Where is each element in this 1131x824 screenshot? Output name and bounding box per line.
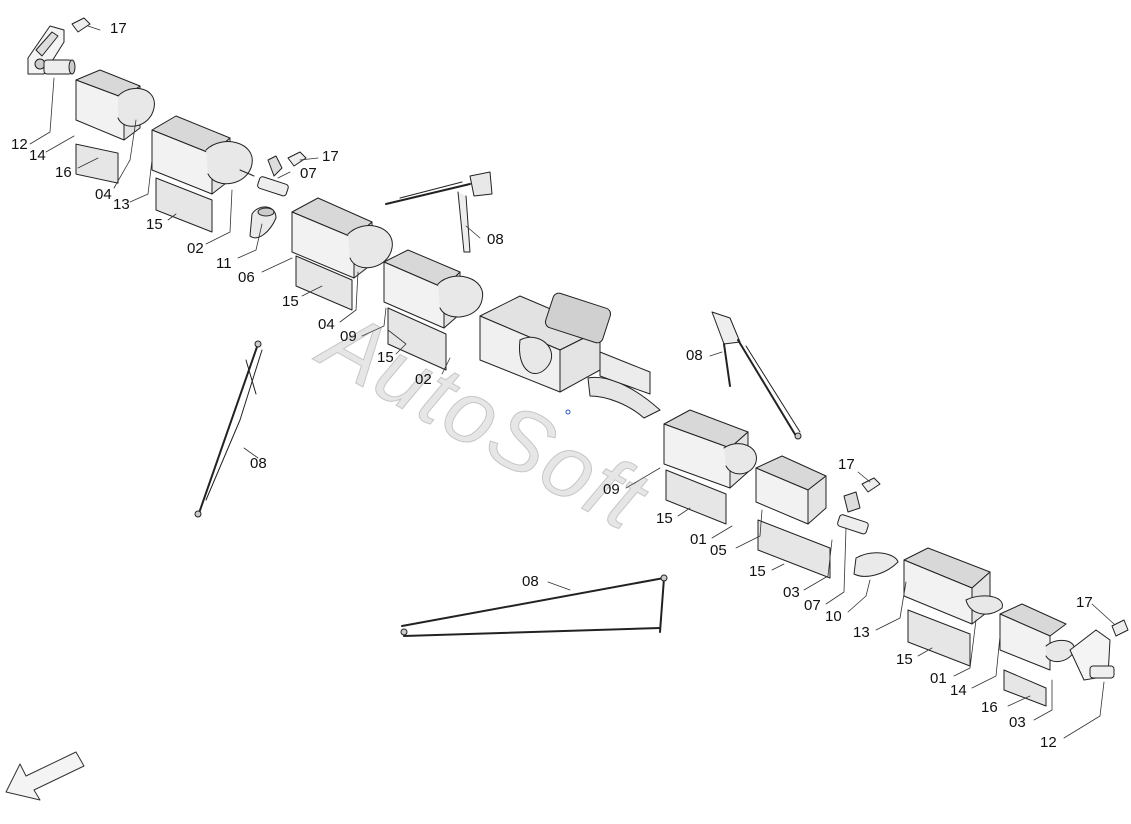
screw-housing-f	[755, 455, 831, 579]
callout-label: 15	[377, 349, 394, 366]
callout-label: 09	[603, 481, 620, 498]
screw-housing-e	[663, 409, 757, 525]
screw-housing-a	[75, 69, 155, 184]
small-plate-17a	[71, 17, 91, 33]
callout-label: 07	[300, 165, 317, 182]
callout-label: 10	[825, 608, 842, 625]
support-arm-08-left	[194, 340, 263, 518]
screw-housing-b	[151, 115, 255, 233]
callout-label: 17	[1076, 594, 1093, 611]
callout-label: 09	[340, 328, 357, 345]
callout-label: 13	[113, 196, 130, 213]
callout-label: 08	[250, 455, 267, 472]
bearing-cup-11	[249, 206, 277, 239]
callout-label: 07	[804, 597, 821, 614]
callout-label: 06	[238, 269, 255, 286]
callout-label: 17	[322, 148, 339, 165]
callout-label: 01	[690, 531, 707, 548]
callout-label: 08	[522, 573, 539, 590]
callout-label: 17	[838, 456, 855, 473]
callout-label: 08	[686, 347, 703, 364]
coupling-shaft	[257, 155, 289, 197]
small-plate-17c	[861, 477, 881, 493]
callout-label: 02	[415, 371, 432, 388]
central-gearbox	[479, 292, 661, 419]
shaft-stub-left	[43, 59, 76, 75]
callout-label: 15	[656, 510, 673, 527]
screw-housing-h	[999, 603, 1075, 707]
callout-label: 12	[1040, 734, 1057, 751]
callout-label: 03	[1009, 714, 1026, 731]
callout-label: 04	[318, 316, 335, 333]
coupling-shaft-right	[837, 491, 869, 535]
support-arm-08-right	[711, 311, 802, 440]
small-plate-17b	[287, 151, 307, 167]
end-bracket-left	[27, 25, 65, 75]
end-bracket-right	[1069, 619, 1129, 681]
callout-label: 04	[95, 186, 112, 203]
callout-label: 12	[11, 136, 28, 153]
callout-label: 02	[187, 240, 204, 257]
callout-label: 15	[749, 563, 766, 580]
callout-label: 15	[896, 651, 913, 668]
arrow-down-left-icon	[5, 751, 85, 801]
callout-label: 13	[853, 624, 870, 641]
callout-label: 17	[110, 20, 127, 37]
callout-label: 11	[216, 255, 232, 272]
callout-label: 01	[930, 670, 947, 687]
screw-housing-g	[903, 547, 1003, 667]
callout-label: 08	[487, 231, 504, 248]
callout-label: 16	[981, 699, 998, 716]
support-arm-08-bottom	[400, 574, 668, 637]
leader-lines	[29, 25, 1115, 739]
callout-label: 03	[783, 584, 800, 601]
callout-label: 15	[146, 216, 163, 233]
screw-housing-d	[383, 249, 484, 371]
callout-label: 14	[29, 147, 46, 164]
callout-label: 05	[710, 542, 727, 559]
support-arm-08-top	[385, 171, 493, 253]
bearing-cup-10	[853, 552, 899, 577]
callout-label: 15	[282, 293, 299, 310]
callout-label: 16	[55, 164, 72, 181]
callout-label: 14	[950, 682, 967, 699]
screw-housing-c	[291, 197, 393, 311]
